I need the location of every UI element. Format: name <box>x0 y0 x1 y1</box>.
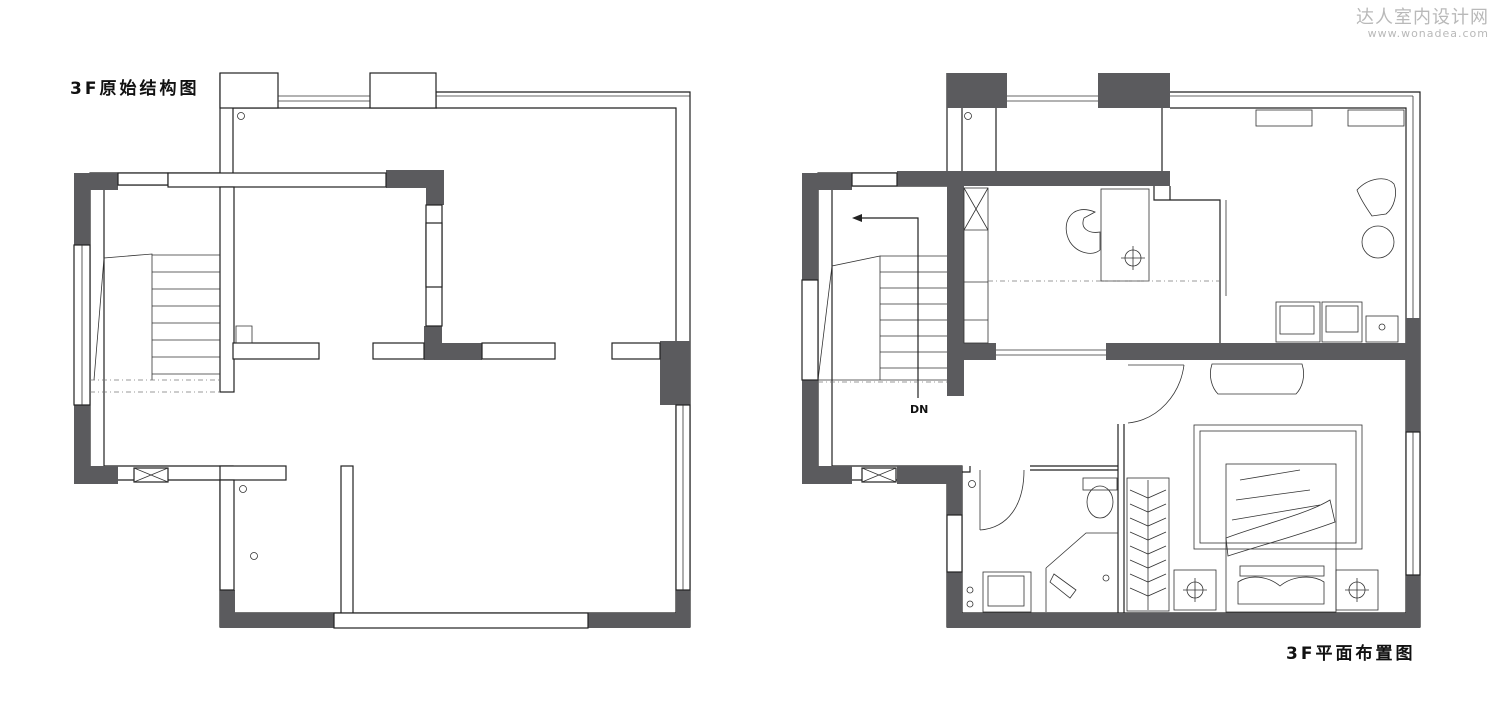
wardrobe-doors <box>963 187 989 321</box>
wall-column <box>947 343 996 396</box>
furnished-floor-plan: DN <box>801 73 1421 628</box>
top-column-mid <box>369 72 437 109</box>
bath-vanity <box>982 571 1032 613</box>
original-plan-title: 3F原始结构图 <box>70 79 200 99</box>
window <box>946 514 963 573</box>
column-marker <box>235 325 253 344</box>
vanity-fixture <box>966 600 974 608</box>
pipe-circle <box>964 112 972 120</box>
sink-cabinet <box>1275 301 1321 343</box>
lounge-chair <box>1356 178 1396 217</box>
stair-treads <box>880 255 947 369</box>
partition-line <box>962 466 971 473</box>
bath-basin <box>987 575 1025 607</box>
terrace-planter <box>1255 109 1313 127</box>
pipe-circle <box>237 112 245 120</box>
wall-column <box>74 173 118 245</box>
wall-column <box>802 380 852 484</box>
wall-column <box>947 572 1420 628</box>
stair-outline <box>93 253 153 381</box>
wall-column <box>588 590 690 628</box>
wall-column <box>897 466 962 515</box>
wall-column <box>802 173 852 280</box>
toilet-tank <box>1082 477 1118 491</box>
watermark-site-name: 达人室内设计网 <box>1356 7 1489 28</box>
wardrobe <box>963 187 989 344</box>
door-swing <box>979 469 1025 531</box>
original-structure-plan <box>73 72 691 629</box>
window <box>851 172 898 187</box>
window <box>219 479 235 591</box>
wall-column <box>386 170 444 205</box>
stair-down-label: DN <box>910 403 928 416</box>
stair-treads <box>152 254 220 375</box>
shower-fixture <box>1049 573 1077 599</box>
wall-column <box>1098 73 1170 108</box>
walk-in-closet <box>1126 477 1170 612</box>
wall-column <box>660 341 690 405</box>
partition-wall <box>232 342 320 360</box>
stair-outline <box>817 255 881 381</box>
nightstand-left <box>1173 569 1217 611</box>
pipe-circle <box>250 552 258 560</box>
washing-machine <box>1321 301 1363 343</box>
nightstand-lamp-cross <box>1183 578 1207 602</box>
toilet-bowl <box>1086 485 1114 519</box>
partition-wall <box>611 342 661 360</box>
nightstand-lamp-cross <box>1345 578 1369 602</box>
bed-duvet-fold <box>1231 469 1321 521</box>
stair-arrow-head <box>852 214 862 222</box>
partition-wall <box>167 172 387 188</box>
partition-wall <box>219 465 287 481</box>
partition-wall <box>372 342 425 360</box>
terrace-planter <box>1347 109 1405 127</box>
desk-chair <box>1065 209 1101 254</box>
partition-line <box>1153 186 1221 343</box>
wall-column <box>220 590 334 628</box>
bed-pillows <box>1237 576 1325 605</box>
laundry-sink <box>1365 315 1399 343</box>
bedroom-rug-inner <box>1199 430 1357 544</box>
wall-column <box>1106 318 1420 432</box>
bed-duvet <box>1225 499 1336 557</box>
bedroom-rug <box>1193 424 1363 550</box>
washing-machine-door <box>1325 305 1359 333</box>
shower-drain <box>1102 574 1110 582</box>
nightstand-right <box>1335 569 1379 611</box>
desk <box>1100 188 1150 282</box>
floor-plan-title: 3F平面布置图 <box>1286 644 1416 664</box>
pipe-circle <box>968 480 976 488</box>
watermark: 达人室内设计网 www.wonadea.com <box>1356 3 1489 40</box>
bed-bench <box>1239 565 1325 577</box>
stair-arrow-line <box>856 217 919 398</box>
drain-circle <box>1378 323 1386 331</box>
window <box>333 612 589 629</box>
wall-column <box>947 73 1007 108</box>
wall-column <box>424 326 482 360</box>
shower-enclosure <box>1045 532 1118 612</box>
partition-wall <box>117 172 169 186</box>
pipe-circle <box>239 485 247 493</box>
window <box>801 279 819 381</box>
wall-column <box>74 405 118 484</box>
vanity-fixture <box>966 586 974 594</box>
partition-wall <box>481 342 556 360</box>
vent-cross <box>133 467 169 483</box>
wall-column <box>897 171 1170 396</box>
window <box>425 222 443 288</box>
dresser <box>1210 363 1304 395</box>
desk-lamp-cross <box>1121 246 1145 270</box>
partition-wall <box>219 186 235 393</box>
watermark-url: www.wonadea.com <box>1367 27 1489 40</box>
vent-cross <box>861 467 897 483</box>
sink-basin <box>1279 305 1315 335</box>
door-swing <box>1127 364 1185 424</box>
partition-wall <box>340 465 354 614</box>
side-table <box>1361 225 1395 259</box>
bed-frame <box>1225 463 1337 613</box>
top-column-left <box>219 72 279 109</box>
partition-line <box>1030 465 1118 471</box>
